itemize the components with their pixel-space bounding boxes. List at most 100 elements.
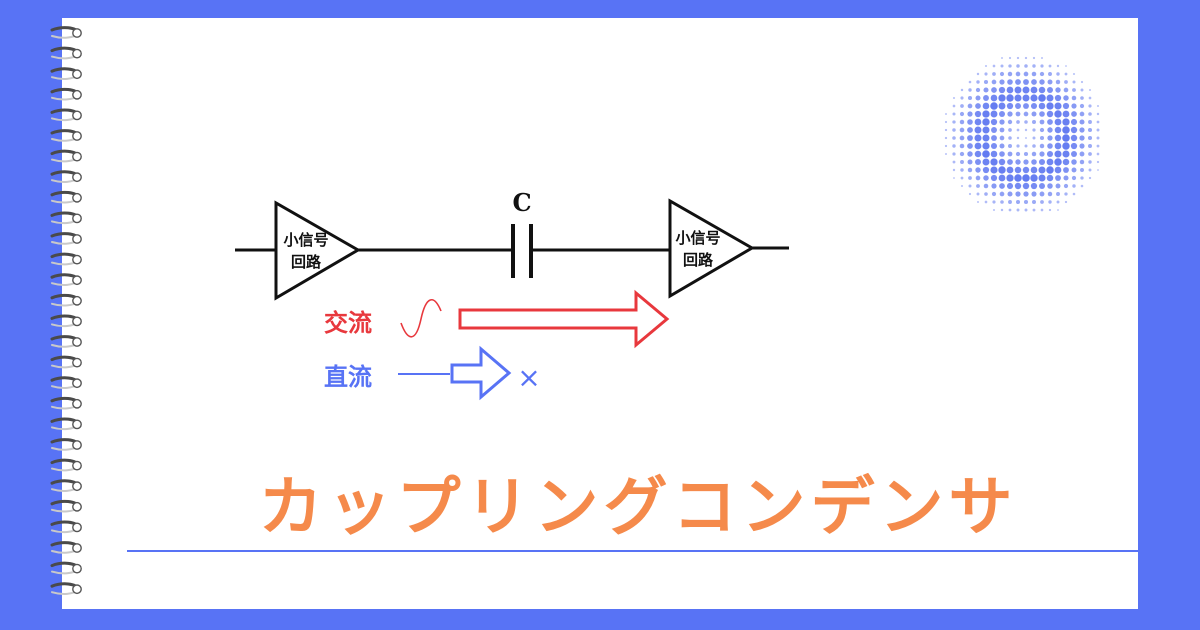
dc-label: 直流: [324, 362, 372, 391]
halftone-dot: [982, 118, 990, 126]
halftone-dot: [1062, 158, 1070, 166]
halftone-dot: [1088, 104, 1092, 108]
halftone-dot: [1047, 135, 1053, 141]
halftone-dot: [1079, 119, 1085, 125]
halftone-dot: [959, 119, 965, 125]
halftone-dot: [1024, 120, 1028, 124]
halftone-dot: [1071, 167, 1077, 173]
halftone-dot: [944, 120, 948, 124]
halftone-dot: [1016, 56, 1020, 60]
halftone-dot: [1064, 72, 1068, 76]
halftone-dot: [1038, 86, 1046, 94]
halftone-dot: [1015, 199, 1021, 205]
halftone-dot: [959, 135, 965, 141]
halftone-dot: [1015, 103, 1021, 109]
halftone-dot: [1031, 71, 1037, 77]
halftone-dot: [990, 150, 998, 158]
halftone-dot: [1054, 134, 1062, 142]
halftone-dot: [1023, 159, 1029, 165]
halftone-dot: [1072, 88, 1076, 92]
halftone-dot: [999, 183, 1005, 189]
halftone-dot: [1032, 136, 1036, 140]
dc-block-arrow: [450, 345, 512, 401]
halftone-dot: [1008, 144, 1012, 148]
binding-ring: [50, 417, 82, 431]
halftone-dot: [1022, 174, 1030, 182]
halftone-dot: [1038, 102, 1046, 110]
binding-ring: [50, 273, 82, 286]
halftone-dot: [968, 80, 972, 84]
halftone-dot: [952, 112, 956, 116]
ac-pass-arrow: [458, 289, 670, 349]
halftone-dot: [1022, 182, 1030, 190]
halftone-dot: [983, 79, 989, 85]
halftone-dot: [1032, 144, 1036, 148]
halftone-dot: [1025, 137, 1027, 139]
halftone-dot: [991, 183, 997, 189]
halftone-dot: [999, 135, 1005, 141]
halftone-dot: [1048, 208, 1052, 212]
halftone-dot: [983, 87, 989, 93]
halftone-dot: [1056, 64, 1060, 68]
halftone-dot: [967, 111, 973, 117]
halftone-dot: [1040, 208, 1044, 212]
halftone-dot: [1079, 103, 1085, 109]
halftone-dot: [991, 87, 997, 93]
halftone-dot: [1032, 56, 1036, 60]
binding-ring: [50, 335, 82, 348]
halftone-dot: [1047, 143, 1053, 149]
halftone-dot: [1048, 200, 1052, 204]
halftone-dot: [967, 95, 973, 101]
halftone-dot: [1087, 127, 1093, 133]
halftone-dot: [1079, 111, 1085, 117]
halftone-dot: [1047, 119, 1053, 125]
halftone-dot: [945, 113, 947, 115]
halftone-dot: [1038, 174, 1046, 182]
halftone-dot: [1031, 151, 1037, 157]
halftone-dot: [1006, 166, 1014, 174]
halftone-dot: [959, 151, 965, 157]
halftone-dot: [1063, 87, 1069, 93]
halftone-dot: [1054, 166, 1062, 174]
halftone-dot: [967, 143, 973, 149]
halftone-dot: [968, 184, 972, 188]
halftone-dot: [1072, 184, 1076, 188]
halftone-dot: [1047, 79, 1053, 85]
halftone-dot: [959, 143, 965, 149]
halftone-dot: [1039, 71, 1045, 77]
halftone-dot: [1030, 174, 1038, 182]
amplifier-left-triangle: [274, 200, 361, 301]
halftone-dot: [1054, 102, 1062, 110]
title-underline: [127, 550, 1138, 552]
halftone-dot: [1014, 182, 1022, 190]
halftone-dot: [952, 104, 956, 108]
halftone-dot: [991, 135, 997, 141]
halftone-dot: [999, 79, 1005, 85]
halftone-dot: [1054, 110, 1062, 118]
halftone-dot: [1032, 120, 1036, 124]
halftone-dot: [1062, 134, 1070, 142]
halftone-dot: [990, 110, 998, 118]
halftone-dot: [1007, 111, 1013, 117]
halftone-dot: [998, 102, 1006, 110]
halftone-dot: [982, 126, 990, 134]
halftone-dot: [960, 96, 964, 100]
halftone-dot: [1072, 80, 1076, 84]
halftone-dot: [1096, 144, 1100, 148]
halftone-dot: [990, 94, 998, 102]
halftone-dot: [974, 134, 982, 142]
halftone-dot: [960, 176, 964, 180]
halftone-dot: [990, 118, 998, 126]
halftone-dot: [1079, 127, 1085, 133]
halftone-dot: [1080, 184, 1084, 188]
halftone-dot: [1039, 79, 1045, 85]
halftone-dot: [1006, 174, 1014, 182]
halftone-dot: [1016, 144, 1020, 148]
halftone-dot: [1088, 168, 1092, 172]
halftone-dot: [1039, 111, 1045, 117]
halftone-dot: [1046, 110, 1054, 118]
halftone-dot: [1032, 208, 1036, 212]
halftone-dot: [984, 200, 988, 204]
binding-ring: [50, 170, 82, 183]
